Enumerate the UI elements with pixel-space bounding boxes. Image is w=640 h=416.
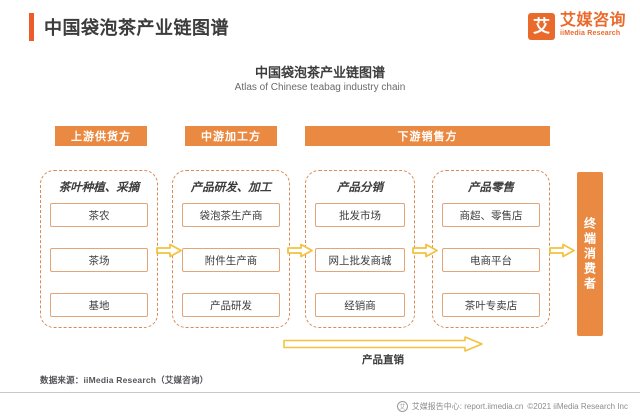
chart-title: 中国袋泡茶产业链图谱: [254, 65, 385, 80]
group-title: 茶叶种植、采摘: [58, 182, 140, 194]
report-center-link[interactable]: 艾媒报告中心: report.iimedia.cn: [411, 401, 524, 411]
group-column-distribution: 产品分销 批发市场 网上批发商城 经销商: [305, 170, 415, 328]
flow-arrow-icon: [287, 243, 313, 258]
stage-band-midstream: 中游加工方: [185, 126, 277, 146]
direct-sales-arrow-icon: [283, 336, 483, 352]
group-item-list: 商超、零售店 电商平台 茶叶专卖店: [442, 203, 540, 317]
logo-text-group: 艾媒咨询 iiMedia Research: [560, 13, 626, 38]
group-item-list: 批发市场 网上批发商城 经销商: [315, 203, 405, 317]
header-accent-bar: [29, 13, 34, 41]
group-item-list: 袋泡茶生产商 附件生产商 产品研发: [182, 203, 280, 317]
logo-mark-icon: 艾: [527, 12, 555, 40]
stage-band-upstream: 上游供货方: [55, 126, 147, 146]
list-item: 附件生产商: [182, 248, 280, 272]
logo-name-cn: 艾媒咨询: [559, 12, 626, 30]
group-column-planting: 茶叶种植、采摘 茶农 茶场 基地: [40, 170, 158, 328]
list-item: 电商平台: [442, 248, 540, 272]
terminal-consumer-bar: 终端消费者: [577, 172, 603, 336]
list-item: 基地: [50, 293, 148, 317]
list-item: 产品研发: [182, 293, 280, 317]
flow-arrow-icon: [156, 243, 182, 258]
list-item: 茶农: [50, 203, 148, 227]
group-column-retail: 产品零售 商超、零售店 电商平台 茶叶专卖店: [432, 170, 550, 328]
list-item: 茶叶专卖店: [442, 293, 540, 317]
page-title: 中国袋泡茶产业链图谱: [44, 18, 229, 38]
list-item: 经销商: [315, 293, 405, 317]
footer-bar: 艾 艾媒报告中心: report.iimedia.cn ©2021 iiMedi…: [0, 396, 640, 416]
list-item: 批发市场: [315, 203, 405, 227]
group-title: 产品零售: [468, 182, 514, 194]
brand-logo: 艾 艾媒咨询 iiMedia Research: [527, 11, 626, 41]
flow-arrow-icon: [412, 243, 438, 258]
page-header: 中国袋泡茶产业链图谱 艾 艾媒咨询 iiMedia Research: [0, 0, 640, 54]
group-column-processing: 产品研发、加工 袋泡茶生产商 附件生产商 产品研发: [172, 170, 290, 328]
chart-subtitle: Atlas of Chinese teabag industry chain: [234, 82, 406, 93]
data-source-note: 数据来源：iiMedia Research（艾媒咨询）: [40, 375, 209, 385]
group-item-list: 茶农 茶场 基地: [50, 203, 148, 317]
footer-divider: [0, 392, 640, 393]
group-title: 产品分销: [337, 182, 383, 194]
list-item: 茶场: [50, 248, 148, 272]
list-item: 袋泡茶生产商: [182, 203, 280, 227]
group-title: 产品研发、加工: [190, 182, 272, 194]
flow-arrow-to-consumer-icon: [549, 243, 575, 258]
logo-name-en: iiMedia Research: [559, 30, 621, 38]
list-item: 商超、零售店: [442, 203, 540, 227]
stage-band-downstream: 下游销售方: [305, 126, 550, 146]
report-center-icon: 艾: [396, 400, 408, 412]
list-item: 网上批发商城: [315, 248, 405, 272]
copyright-text: ©2021 iiMedia Research Inc: [527, 401, 628, 411]
direct-sales-label: 产品直销: [362, 354, 404, 366]
